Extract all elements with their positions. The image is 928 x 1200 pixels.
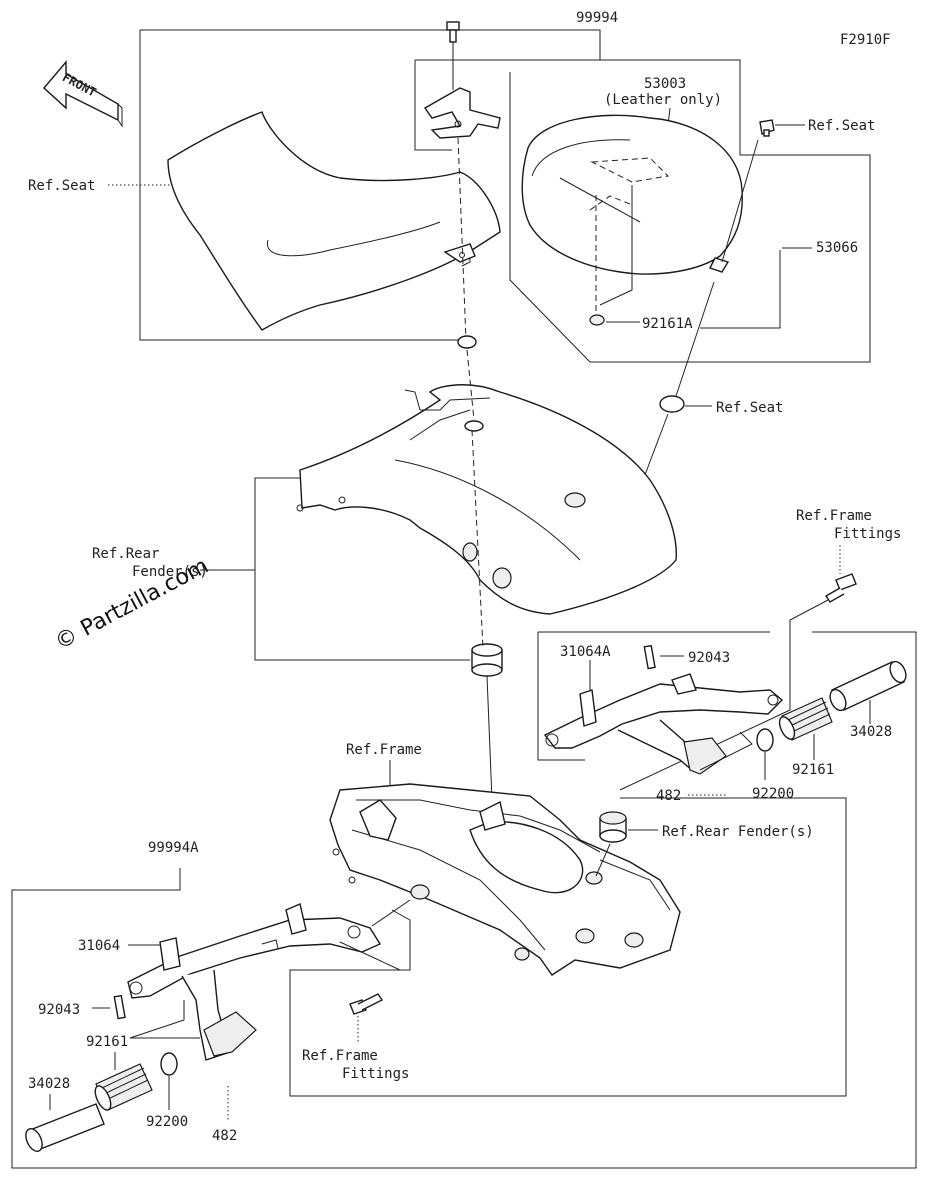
label-92161-l: 92161 bbox=[86, 1034, 128, 1050]
label-ref-seat-mid: Ref.Seat bbox=[716, 400, 783, 416]
label-ref-seat-right: Ref.Seat bbox=[808, 118, 875, 134]
bolt-icon bbox=[759, 119, 775, 137]
label-99994A: 99994A bbox=[148, 840, 199, 856]
rear-fender bbox=[296, 384, 677, 615]
label-leather-only: (Leather only) bbox=[604, 92, 722, 108]
label-ref-frame-fittings-l1: Ref.Frame bbox=[302, 1048, 378, 1064]
footpeg-rubber-92161-right bbox=[778, 697, 833, 741]
label-482-r: 482 bbox=[656, 788, 681, 804]
seat-hook-bracket bbox=[423, 87, 501, 139]
pin-92043-right bbox=[643, 644, 656, 670]
label-31064A: 31064A bbox=[560, 644, 611, 660]
label-34028-r: 34028 bbox=[850, 724, 892, 740]
label-ref-frame-fittings-r1: Ref.Frame bbox=[796, 508, 872, 524]
label-92043-r: 92043 bbox=[688, 650, 730, 666]
label-92200-r: 92200 bbox=[752, 786, 794, 802]
label-92161A: 92161A bbox=[642, 316, 693, 332]
footrest-bracket-left bbox=[127, 903, 382, 1061]
diagram-code: F2910F bbox=[840, 32, 891, 48]
label-31064: 31064 bbox=[78, 938, 120, 954]
box-outer bbox=[11, 631, 917, 1169]
label-ref-rear: Ref.Rear bbox=[92, 546, 159, 562]
label-53066: 53066 bbox=[816, 240, 858, 256]
footrest-bracket-right bbox=[543, 673, 784, 775]
label-92161-r: 92161 bbox=[792, 762, 834, 778]
label-ref-frame: Ref.Frame bbox=[346, 742, 422, 758]
frame bbox=[329, 783, 681, 976]
label-ref-rear-fender-s: Ref.Rear Fender(s) bbox=[662, 824, 814, 840]
label-482-l: 482 bbox=[212, 1128, 237, 1144]
label-92200-l: 92200 bbox=[146, 1114, 188, 1130]
bolt-icon bbox=[446, 21, 460, 43]
rider-seat bbox=[167, 111, 501, 331]
frame-bolt-icon bbox=[825, 573, 857, 603]
front-arrow-icon: FRONT bbox=[43, 60, 123, 128]
washer-92200-right bbox=[756, 728, 774, 752]
label-ref-frame-fittings-l2: Fittings bbox=[342, 1066, 409, 1082]
label-fender-s: Fender(s) bbox=[132, 564, 208, 580]
label-34028-l: 34028 bbox=[28, 1076, 70, 1092]
seat-box-outline bbox=[139, 30, 460, 341]
washer-left bbox=[457, 335, 477, 349]
footpeg-rubber-92161-left bbox=[94, 1063, 153, 1111]
label-ref-frame-fittings-r2: Fittings bbox=[834, 526, 901, 542]
label-92043-l: 92043 bbox=[38, 1002, 80, 1018]
rubber-damper bbox=[471, 643, 503, 677]
footpeg-34028-right bbox=[829, 660, 907, 712]
label-53003: 53003 bbox=[644, 76, 686, 92]
pin-92043-left bbox=[113, 994, 126, 1020]
washer-92200-left bbox=[160, 1052, 178, 1076]
footpeg-34028-left bbox=[25, 1103, 105, 1152]
washer-mid bbox=[659, 395, 685, 413]
frame-bolt-icon bbox=[349, 993, 384, 1015]
rubber-damper-frame bbox=[599, 811, 627, 843]
label-ref-seat-left: Ref.Seat bbox=[28, 178, 95, 194]
bracket-99994 bbox=[415, 59, 871, 363]
label-99994: 99994 bbox=[576, 10, 618, 26]
grommet-92161A bbox=[589, 314, 605, 326]
